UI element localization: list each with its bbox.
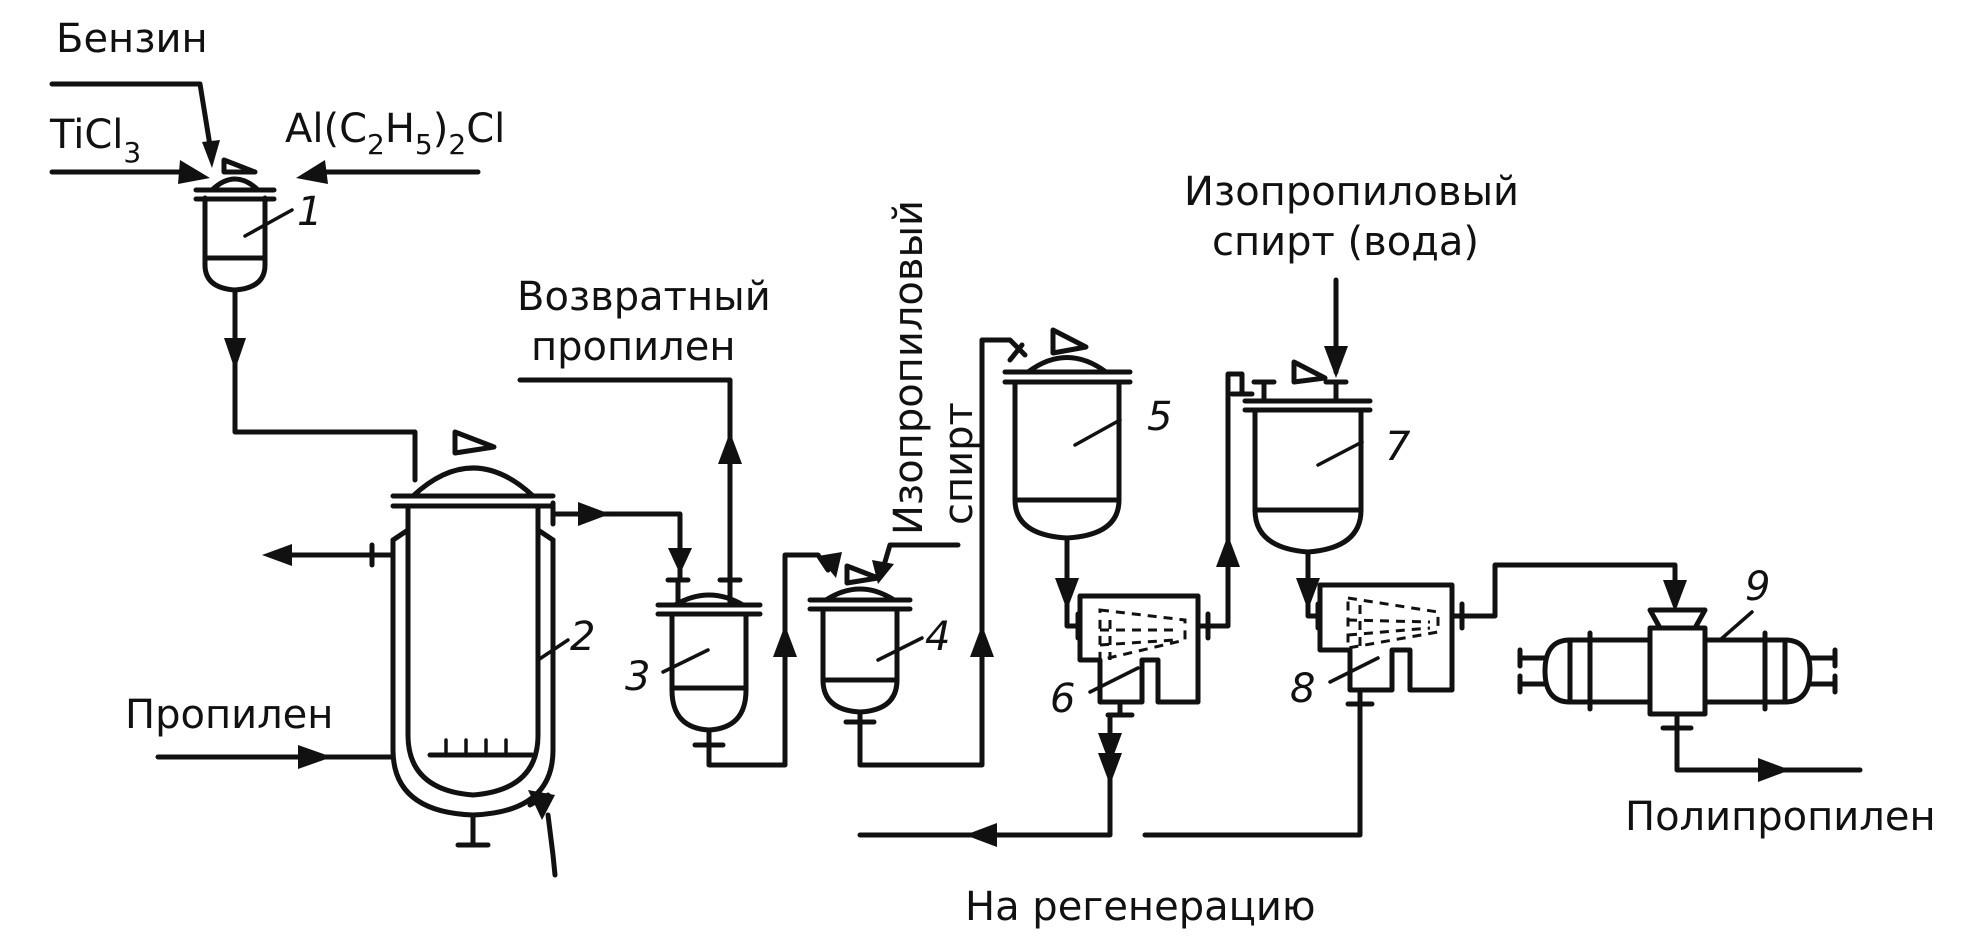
ticl3-label: TiCl3 (49, 112, 141, 169)
line-3-to-4 (706, 552, 842, 768)
vessel-5-stirrer-icon (1050, 327, 1089, 356)
reactor-2-stirrer-icon (452, 429, 497, 456)
vessel-1-feeds (49, 81, 481, 184)
unit-number-9: 9 (1745, 564, 1770, 610)
dryer-9 (1517, 607, 1838, 731)
vessel-7-stirrer-icon (1291, 359, 1328, 385)
vessel-1 (193, 157, 294, 293)
line-6-to-regen (857, 712, 1122, 847)
isopropanol-water-feed-7 (1324, 277, 1348, 378)
vessel-3 (655, 577, 763, 748)
reactor-2 (262, 429, 570, 878)
vessel-4-stirrer-icon (844, 563, 881, 586)
vessel-5 (1002, 327, 1133, 541)
isopropanol-water-label-line-1: Изопропиловый (1184, 169, 1519, 215)
return-propylene-label-line-2: пропилен (531, 324, 736, 370)
centrifuge-6 (1077, 593, 1223, 718)
unit-number-4: 4 (925, 614, 950, 660)
unit-number-1: 1 (297, 189, 322, 235)
isopropanol-vertical-label-line-1: Изопропиловый (886, 200, 932, 535)
unit-number-6: 6 (1050, 676, 1075, 722)
polypropylene-label: Полипропилен (1625, 794, 1936, 840)
regeneration-label: На регенерацию (965, 884, 1316, 930)
unit-number-5: 5 (1147, 394, 1172, 440)
line-8-to-regen (1142, 701, 1363, 838)
isopropanol-feed-4 (872, 542, 961, 584)
line-7-to-8 (1296, 549, 1321, 631)
vessel-1-stirrer-icon (221, 157, 258, 175)
isopropanol-water-label-line-2: спирт (вода) (1212, 219, 1479, 265)
line-4-to-5 (857, 337, 1028, 768)
unit-number-3: 3 (625, 654, 650, 700)
unit-number-7: 7 (1385, 424, 1411, 470)
vessel-4 (807, 563, 924, 725)
return-propylene-line (517, 377, 742, 583)
diethylaluminium-chloride-label: Al(C2H5)2Cl (285, 106, 505, 161)
line-5-to-6 (1055, 535, 1081, 641)
line-1-to-2 (224, 287, 418, 483)
return-propylene-label-line-1: Возвратный (517, 274, 771, 320)
centrifuge-8 (1317, 582, 1478, 707)
propylene-label: Пропилен (125, 692, 333, 738)
line-6-to-7 (1216, 371, 1255, 629)
unit-number-2: 2 (570, 614, 595, 660)
unit-number-8: 8 (1290, 666, 1315, 712)
line-2-to-3 (550, 500, 692, 583)
propylene-feed (155, 745, 396, 769)
benzin-label: Бензин (56, 16, 208, 62)
line-8-to-9 (1472, 562, 1687, 619)
isopropanol-vertical-label-line-2: спирт (936, 402, 982, 525)
vessel-7 (1242, 359, 1373, 555)
polypropylene-outlet (1674, 725, 1863, 782)
